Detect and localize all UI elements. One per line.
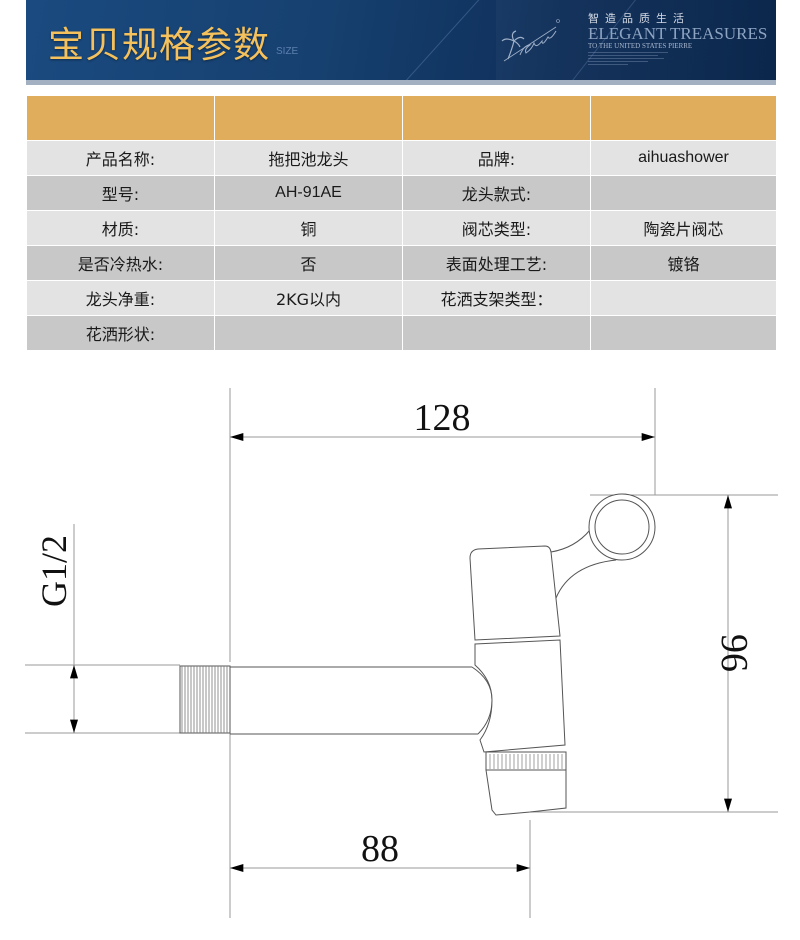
spec-value — [590, 280, 777, 316]
spec-label: 表面处理工艺: — [402, 245, 591, 281]
spec-label: 花洒形状: — [26, 315, 215, 351]
spec-label: 花洒支架类型： — [402, 280, 591, 316]
spec-value: aihuashower — [590, 140, 777, 176]
faucet-outline — [179, 493, 656, 816]
brand-fine-print — [588, 52, 668, 67]
page-subtitle: SIZE — [276, 46, 299, 57]
knurl-lines — [489, 754, 563, 769]
spec-label: 型号: — [26, 175, 215, 211]
thread-lines — [181, 666, 228, 733]
spec-label: 是否冷热水: — [26, 245, 215, 281]
table-row: 型号: AH-91AE 龙头款式: — [26, 175, 777, 211]
spec-value — [590, 315, 777, 351]
spec-value: 拖把池龙头 — [214, 140, 403, 176]
spec-value: 2KG以内 — [214, 280, 403, 316]
table-row: 是否冷热水: 否 表面处理工艺: 镀铬 — [26, 245, 777, 281]
thread-section — [179, 665, 231, 734]
dim-label-96: 96 — [713, 634, 755, 672]
banner-bottom-strip — [26, 80, 776, 85]
dim-label-88: 88 — [361, 828, 399, 870]
dim-label-thread: G1/2 — [34, 535, 74, 607]
spec-label: 阀芯类型: — [402, 210, 591, 246]
spec-value: 陶瓷片阀芯 — [590, 210, 777, 246]
faucet-dimension-drawing: 128 88 96 G1/2 — [25, 388, 778, 918]
dimension-96: 96 — [713, 495, 755, 813]
table-row: 材质: 铜 阀芯类型: 陶瓷片阀芯 — [26, 210, 777, 246]
spec-label: 品牌: — [402, 140, 591, 176]
banner-shade — [496, 0, 776, 80]
dimension-thread: G1/2 — [34, 535, 78, 734]
dimension-128: 128 — [229, 397, 656, 441]
dim-label-128: 128 — [414, 397, 471, 439]
table-row: 产品名称: 拖把池龙头 品牌: aihuashower — [26, 140, 777, 176]
brand-slogan-cn: 智造品质生活 — [588, 12, 690, 25]
header-banner: 宝贝规格参数 SIZE 智造品质生活 ELEGANT TREASURES TO … — [26, 0, 776, 80]
dimension-88: 88 — [229, 828, 530, 872]
spec-value — [590, 175, 777, 211]
spec-table: 产品名称: 拖把池龙头 品牌: aihuashower 型号: AH-91AE … — [26, 95, 777, 351]
banner-diagonal-line — [362, 0, 497, 80]
brand-tagline: TO THE UNITED STATES PIERRE — [588, 42, 693, 50]
page-title: 宝贝规格参数 — [48, 25, 271, 66]
brand-slogan-en: ELEGANT TREASURES — [588, 24, 768, 43]
table-header-row — [26, 95, 777, 141]
spec-value: 铜 — [214, 210, 403, 246]
spec-value — [214, 315, 403, 351]
header-cell — [26, 95, 215, 141]
spec-label — [402, 315, 591, 351]
spec-label: 产品名称: — [26, 140, 215, 176]
spec-label: 龙头款式: — [402, 175, 591, 211]
extension-lines — [25, 388, 778, 918]
header-cell — [402, 95, 591, 141]
header-cell — [214, 95, 403, 141]
spec-value: 否 — [214, 245, 403, 281]
palm-tree-logo-icon — [501, 19, 560, 62]
table-row: 龙头净重: 2KG以内 花洒支架类型： — [26, 280, 777, 316]
header-cell — [590, 95, 777, 141]
spec-value: 镀铬 — [590, 245, 777, 281]
spec-value: AH-91AE — [214, 175, 403, 211]
table-row: 花洒形状: — [26, 315, 777, 351]
spec-label: 材质: — [26, 210, 215, 246]
spec-label: 龙头净重: — [26, 280, 215, 316]
